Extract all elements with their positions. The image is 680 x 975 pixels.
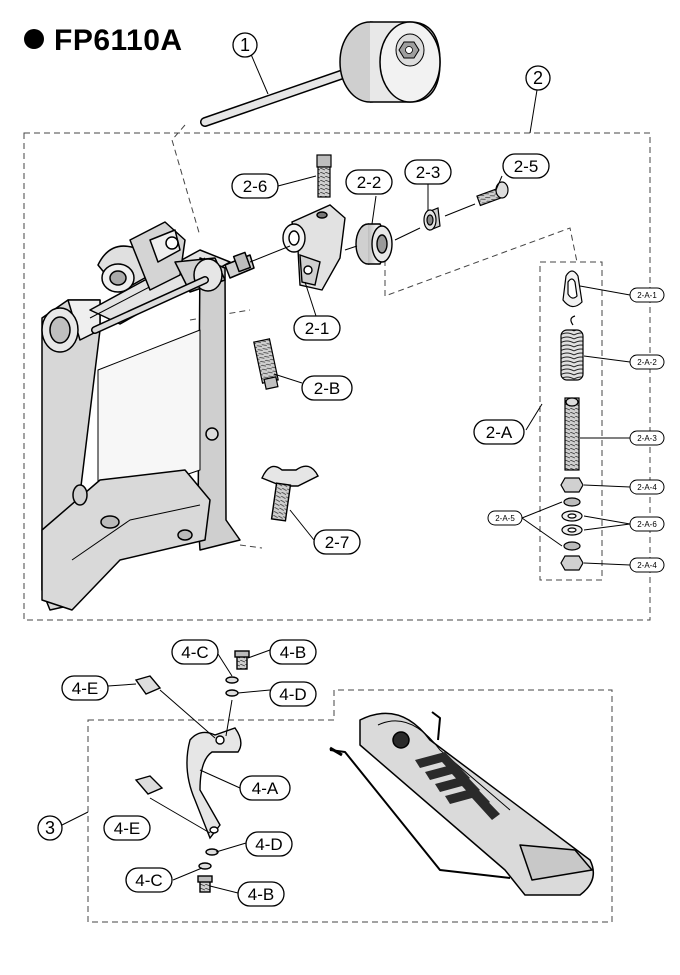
label-2-A-3: 2-A-3 <box>637 434 657 443</box>
label-4-D-bot: 4-D <box>255 835 282 854</box>
label-2-A-5: 2-A-5 <box>495 514 515 523</box>
label-2-7: 2-7 <box>325 533 350 552</box>
label-2-6: 2-6 <box>243 177 268 196</box>
callout-1-text: 1 <box>240 35 250 55</box>
label-4-B-bot: 4-B <box>248 885 274 904</box>
beater <box>200 21 441 127</box>
dashed-box-3 <box>87 689 613 923</box>
part-2-3-spacer <box>423 203 476 231</box>
bullet-icon <box>24 29 44 49</box>
part-2-6-bolt <box>316 154 332 198</box>
label-4-D-top: 4-D <box>279 685 306 704</box>
footboard <box>329 711 595 896</box>
part-2-7-wingscrew <box>261 465 319 522</box>
label-2-3: 2-3 <box>416 163 441 182</box>
label-4-C-bot: 4-C <box>135 871 162 890</box>
callout-1: 1 <box>232 32 258 58</box>
label-2-1: 2-1 <box>305 319 330 338</box>
label-4-E-bot: 4-E <box>114 819 140 838</box>
spring-unit <box>560 270 584 571</box>
label-2-A: 2-A <box>486 423 513 442</box>
callout-3: 3 <box>37 815 63 841</box>
label-2-A-4-top: 2-A-4 <box>637 483 657 492</box>
title-text: FP6110A <box>54 24 183 57</box>
label-4-C-top: 4-C <box>181 643 208 662</box>
heel-clamp <box>134 650 250 893</box>
part-2-B-bolt <box>253 338 279 390</box>
label-2-A-4-bot: 2-A-4 <box>637 561 657 570</box>
label-leaders <box>61 51 631 894</box>
small-label-pills <box>487 287 665 573</box>
label-texts: 2-6 2-2 2-3 2-5 2-1 2-B 2-7 2-A 4-A 4-B … <box>72 157 539 904</box>
dashed-box-spring-2A <box>539 261 603 581</box>
callout-3-text: 3 <box>45 818 55 838</box>
label-2-2: 2-2 <box>357 173 382 192</box>
label-4-E-top: 4-E <box>72 679 98 698</box>
label-4-A: 4-A <box>252 779 279 798</box>
callout-2: 2 <box>525 65 551 91</box>
label-2-B: 2-B <box>314 379 340 398</box>
small-label-texts: 2-A-1 2-A-2 2-A-3 2-A-4 2-A-6 2-A-4 2-A-… <box>495 291 657 570</box>
part-2-2-bushing <box>344 223 421 265</box>
label-2-A-6: 2-A-6 <box>637 520 657 529</box>
label-2-A-2: 2-A-2 <box>637 358 657 367</box>
dashed-box-2 <box>23 132 651 621</box>
part-2-1-cam <box>249 204 346 291</box>
callout-2-text: 2 <box>533 68 543 88</box>
label-pills <box>61 153 550 907</box>
diagram-title: FP6110A <box>24 24 183 58</box>
label-2-A-1: 2-A-1 <box>637 291 657 300</box>
label-4-B-top: 4-B <box>280 643 306 662</box>
pedal-frame <box>41 221 255 611</box>
part-2-5-screw <box>476 181 509 207</box>
chevron-pattern <box>415 752 500 820</box>
label-2-5: 2-5 <box>514 157 539 176</box>
